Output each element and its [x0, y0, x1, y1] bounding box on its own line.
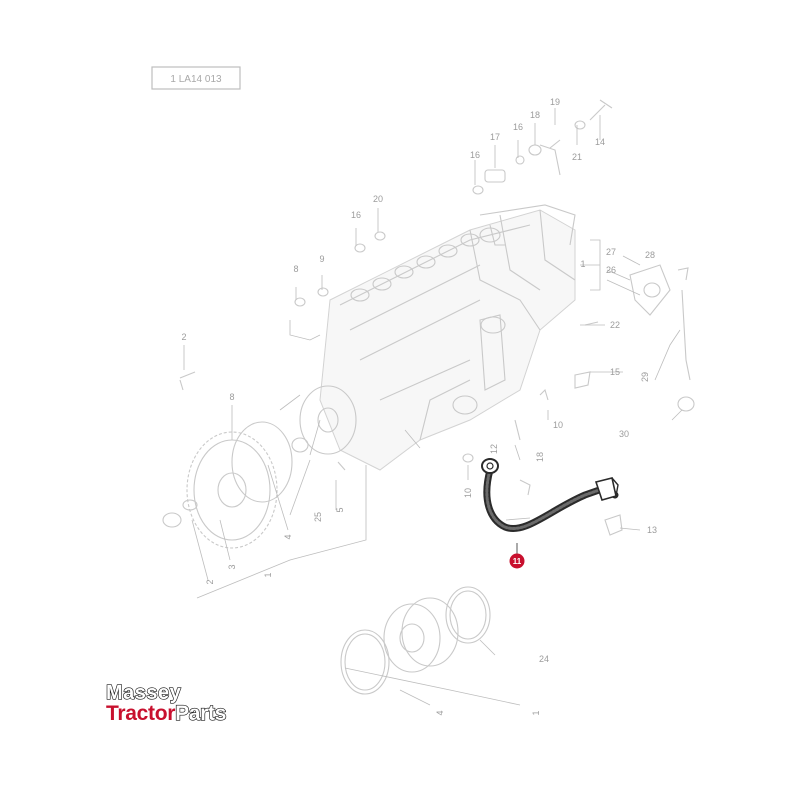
part-label: 24	[539, 654, 549, 664]
coupling-assembly	[340, 586, 491, 695]
part-label: 25	[313, 512, 323, 522]
part-label: 18	[535, 452, 545, 462]
massey-tractor-parts-logo: Massey TractorParts	[105, 681, 227, 725]
part-label: 1	[263, 572, 273, 577]
part-label: 12	[489, 444, 499, 454]
part-label: 21	[572, 152, 582, 162]
part-label: 1	[580, 259, 585, 269]
part-label: 16	[351, 210, 361, 220]
part-label: 2	[181, 332, 186, 342]
part-label: 15	[610, 367, 620, 377]
part-label: 27	[606, 247, 616, 257]
fuel-pipe-part-11[interactable]	[481, 458, 619, 556]
part-label: 26	[606, 265, 616, 275]
part-label: 10	[553, 420, 563, 430]
logo-brand-top: Massey	[106, 682, 182, 704]
part-label: 9	[319, 254, 324, 264]
part-label: 30	[619, 429, 629, 439]
part-label: 20	[373, 194, 383, 204]
part-label: 4	[435, 710, 445, 715]
part-label: 18	[530, 110, 540, 120]
part-label: 22	[610, 320, 620, 330]
part-label: 8	[229, 392, 234, 402]
leader-lines	[183, 108, 683, 706]
part-label: 8	[293, 264, 298, 274]
reference-code-box: 1 LA14 013	[151, 66, 241, 90]
part-label: 19	[550, 97, 560, 107]
part-label: 4	[283, 534, 293, 539]
part-label: 1	[531, 710, 541, 715]
part-label: 16	[513, 122, 523, 132]
part-label: 13	[647, 525, 657, 535]
logo-brand-line: TractorParts	[106, 702, 226, 725]
logo-brand-black: Parts	[175, 702, 226, 725]
highlight-callout-11[interactable]: 11	[509, 553, 525, 569]
reference-code: 1 LA14 013	[170, 74, 222, 85]
part-labels: 2 8 8 9 2 3 4 25 5 1 16 20 16 17 16 18 1…	[181, 97, 657, 716]
part-label: 17	[490, 132, 500, 142]
part-label: 14	[595, 137, 605, 147]
logo-brand-red: Tractor	[106, 702, 175, 725]
part-label: 29	[640, 372, 650, 382]
part-label: 2	[205, 579, 215, 584]
part-label: 5	[335, 507, 345, 512]
highlight-callout-number: 11	[513, 557, 522, 566]
injection-pump-body	[299, 204, 576, 471]
part-label: 16	[470, 150, 480, 160]
drive-gear	[162, 421, 309, 549]
part-label: 10	[463, 488, 473, 498]
small-fittings	[179, 99, 695, 536]
part-label: 28	[645, 250, 655, 260]
part-label: 3	[227, 564, 237, 569]
